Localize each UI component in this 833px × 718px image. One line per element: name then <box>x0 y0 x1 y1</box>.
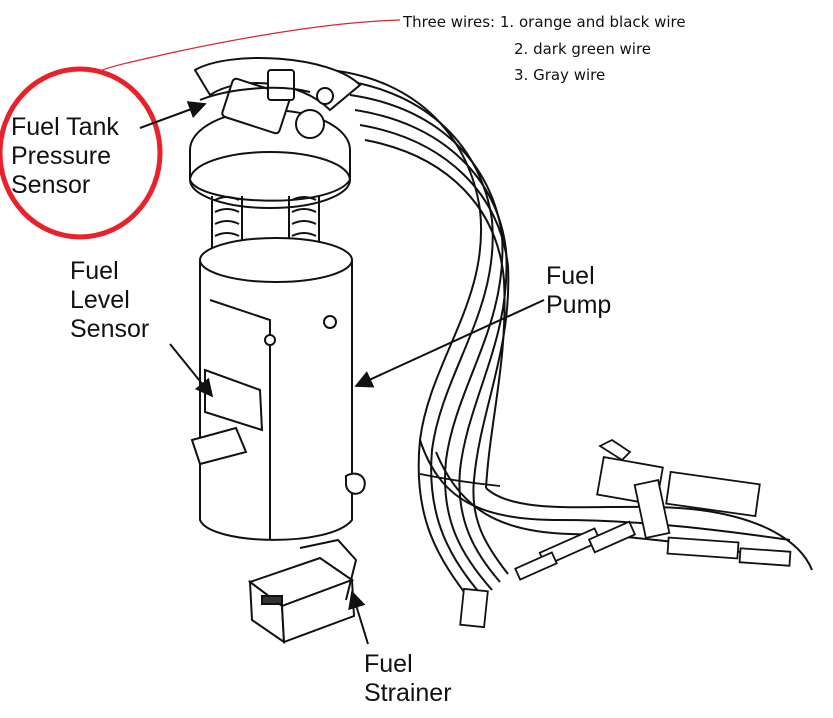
level-sensor-arrow <box>169 343 214 398</box>
pressure-sensor-label-line3: Sensor <box>11 171 91 199</box>
fuel-pump-label-line2: Pump <box>546 291 612 319</box>
fuel-strainer-label-line1: Fuel <box>364 650 413 678</box>
fuel-strainer-arrow <box>348 590 369 645</box>
fuel-strainer-label-line2: Strainer <box>364 679 452 707</box>
pressure-sensor-label: Fuel Tank Pressure Sensor <box>11 113 119 200</box>
pump-reservoir <box>190 237 366 541</box>
fuel-pump-label-line1: Fuel <box>546 262 595 290</box>
fuel-strainer-part <box>247 538 358 644</box>
wire-note-prefix: Three wires: <box>403 13 496 31</box>
fuel-pump-arrow <box>354 299 545 388</box>
connectors <box>419 438 792 629</box>
level-sensor-label: Fuel Level Sensor <box>70 257 149 344</box>
leader-lines <box>139 101 545 645</box>
pressure-sensor-label-line2: Pressure <box>11 142 112 170</box>
fuel-lines <box>329 69 813 601</box>
pressure-sensor-arrow <box>139 101 207 129</box>
level-sensor-label-line2: Level <box>70 286 130 314</box>
callout-line <box>97 19 401 73</box>
highlight-circle <box>0 66 163 240</box>
wire-note: Three wires: 1. orange and black wire <box>403 13 686 31</box>
fuel-pump-label: Fuel Pump <box>546 262 611 320</box>
level-sensor-label-line3: Sensor <box>70 315 150 343</box>
wire-note-item-1: 1. orange and black wire <box>499 13 686 31</box>
module-cap <box>189 57 362 209</box>
wire-note-item-2: 2. dark green wire <box>514 40 652 58</box>
wire-note-item-3: 3. Gray wire <box>514 66 606 84</box>
level-sensor-label-line1: Fuel <box>70 257 119 285</box>
fuel-strainer-label: Fuel Strainer <box>364 650 452 708</box>
pressure-sensor-label-line1: Fuel Tank <box>11 113 119 141</box>
